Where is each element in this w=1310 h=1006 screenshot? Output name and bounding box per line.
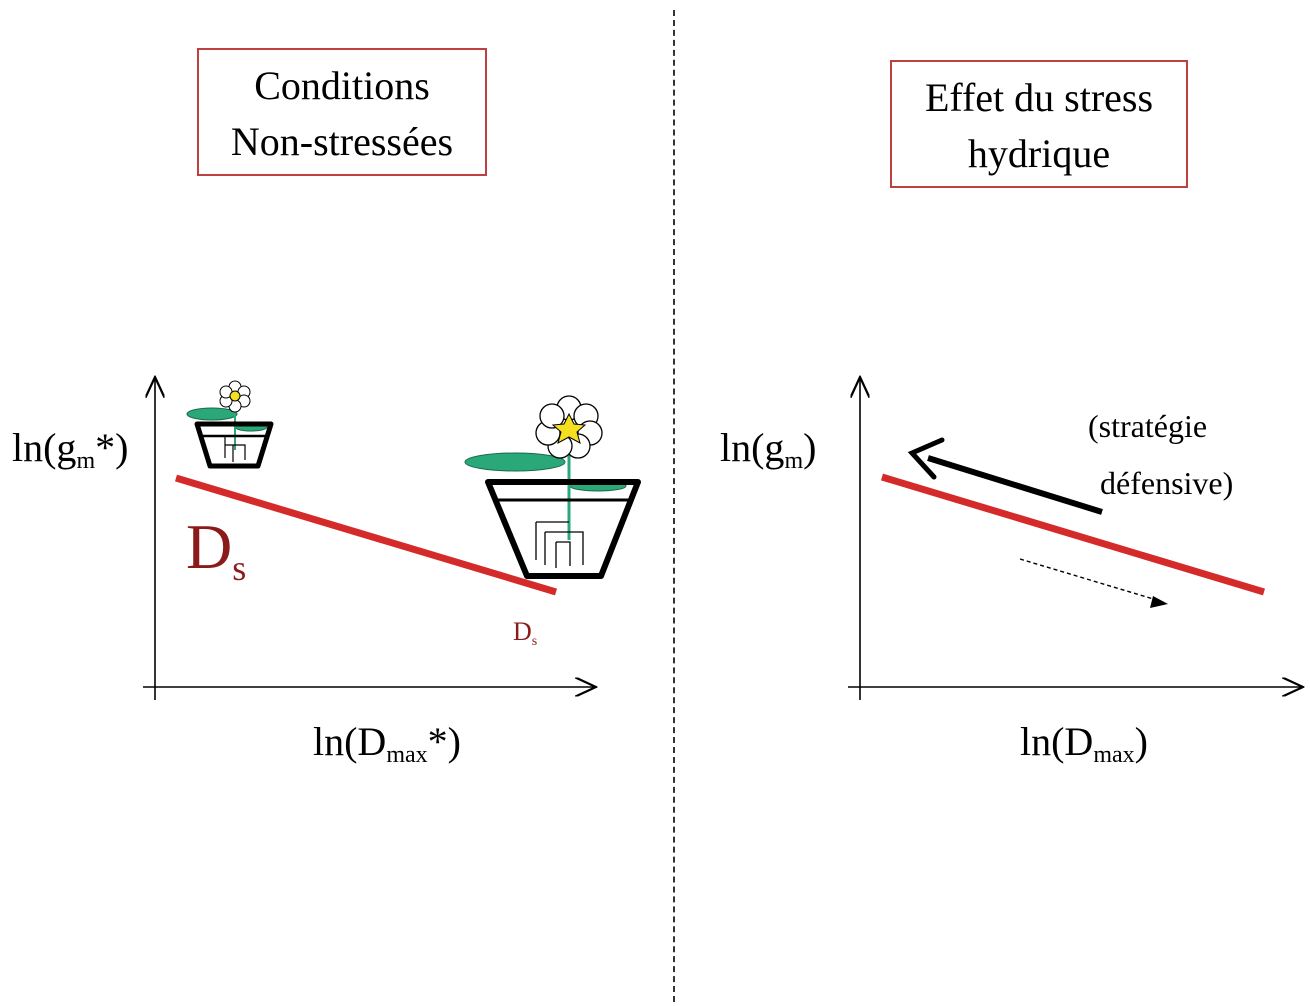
- right-x-axis-label: ln(Dmax): [1020, 719, 1148, 768]
- small-potted-plant-icon: [186, 380, 274, 469]
- annotation-line1: (stratégie: [1088, 408, 1208, 444]
- right-title-line1: Effet du stress: [924, 75, 1154, 120]
- dashed-arrow-down-right: [1019, 558, 1168, 608]
- left-y-axis-label: ln(gm*): [12, 425, 129, 474]
- annotation-line2: défensive): [1100, 465, 1234, 501]
- big-ds-label: Ds: [186, 511, 247, 588]
- right-regression-line: [880, 473, 1266, 596]
- right-title-line2: hydrique: [967, 131, 1111, 176]
- right-y-axis-label: ln(gm): [720, 425, 817, 474]
- left-title-box: Conditions Non-stressées: [197, 48, 487, 176]
- left-title-line2: Non-stressées: [230, 119, 454, 164]
- right-title-box: Effet du stress hydrique: [890, 60, 1188, 188]
- small-ds-label: Ds: [513, 617, 538, 649]
- left-regression-line: [174, 474, 558, 596]
- bold-arrow-up-left: [907, 437, 1103, 515]
- panel-divider: [673, 10, 675, 1002]
- left-x-axis-label: ln(Dmax*): [313, 719, 461, 768]
- large-potted-plant-icon: [464, 395, 641, 579]
- left-title-line1: Conditions: [254, 63, 430, 108]
